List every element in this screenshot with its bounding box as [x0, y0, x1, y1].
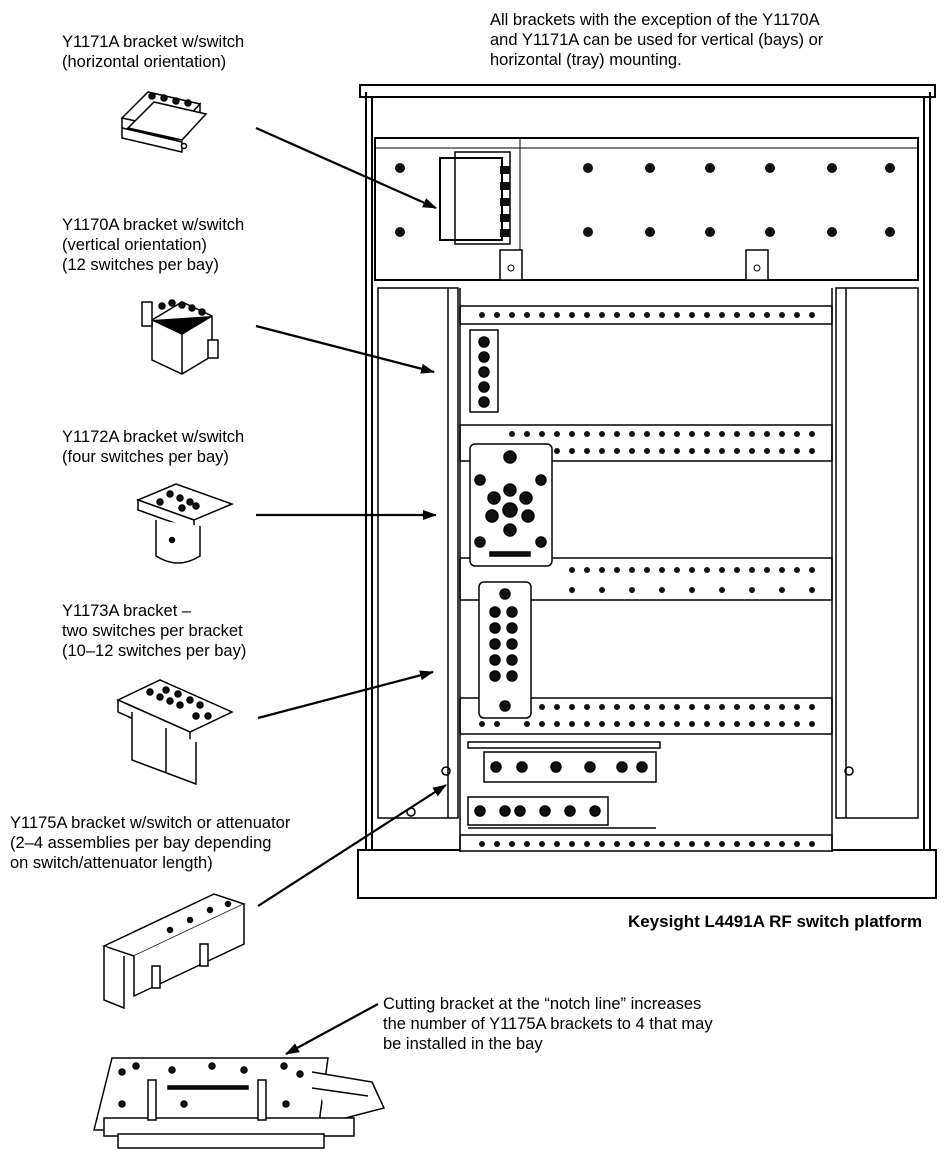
callout-line: (10–12 switches per bay) — [62, 642, 247, 660]
callout-line: two switches per bracket — [62, 622, 243, 640]
callout-line: Y1172A bracket w/switch — [62, 428, 245, 446]
mounted-brackets — [467, 329, 661, 829]
header-note-line: horizontal (tray) mounting. — [490, 51, 682, 69]
y1172a-bracket-illustration — [135, 483, 235, 564]
callout-y1173a: Y1173A bracket – two switches per bracke… — [62, 601, 246, 661]
top-tray — [374, 137, 919, 281]
cut-bracket-illustration — [93, 1057, 386, 1149]
callout-line: (horizontal orientation) — [62, 53, 227, 71]
callout-line: Y1170A bracket w/switch — [62, 216, 245, 234]
callout-line: Y1175A bracket w/switch or attenuator — [10, 814, 291, 832]
callout-line: on switch/attenuator length) — [10, 854, 213, 872]
y1170a-bracket-illustration — [141, 299, 219, 375]
arrow-y1173a — [257, 670, 434, 720]
callout-line: (2–4 assemblies per bay depending — [10, 834, 272, 852]
callout-line: (four switches per bay) — [62, 448, 229, 466]
platform-caption: Keysight L4491A RF switch platform — [628, 912, 923, 931]
header-note: All brackets with the exception of the Y… — [490, 10, 823, 70]
callout-y1172a: Y1172A bracket w/switch (four switches p… — [62, 427, 244, 467]
y1173a-bracket-illustration — [116, 679, 234, 786]
callout-line: (vertical orientation) — [62, 236, 207, 254]
rail-holes — [479, 312, 815, 847]
arrow-y1170a — [255, 324, 435, 374]
header-note-line: and Y1171A can be used for vertical (bay… — [490, 31, 824, 49]
pointer-arrows — [255, 126, 447, 1055]
arrow-y1175a — [257, 784, 447, 907]
arrow-y1171a — [255, 126, 437, 210]
notch-note-line: the number of Y1175A brackets to 4 that … — [383, 1015, 713, 1033]
callout-line: Y1173A bracket – — [62, 602, 192, 620]
arrow-notch — [285, 1003, 379, 1055]
header-note-line: All brackets with the exception of the Y… — [490, 11, 820, 29]
callout-y1171a: Y1171A bracket w/switch (horizontal orie… — [62, 32, 244, 72]
y1175a-bracket-illustration — [101, 893, 247, 1010]
callout-y1170a: Y1170A bracket w/switch (vertical orient… — [62, 215, 244, 275]
callout-y1175a: Y1175A bracket w/switch or attenuator (2… — [10, 813, 290, 873]
chassis-frame — [357, 84, 937, 899]
notch-note: Cutting bracket at the “notch line” incr… — [383, 994, 713, 1054]
y1171a-bracket-illustration — [120, 91, 208, 153]
notch-note-line: Cutting bracket at the “notch line” incr… — [383, 995, 702, 1013]
notch-note-line: be installed in the bay — [383, 1035, 543, 1053]
callout-line: (12 switches per bay) — [62, 256, 219, 274]
side-panels — [377, 287, 919, 819]
callout-line: Y1171A bracket w/switch — [62, 33, 245, 51]
